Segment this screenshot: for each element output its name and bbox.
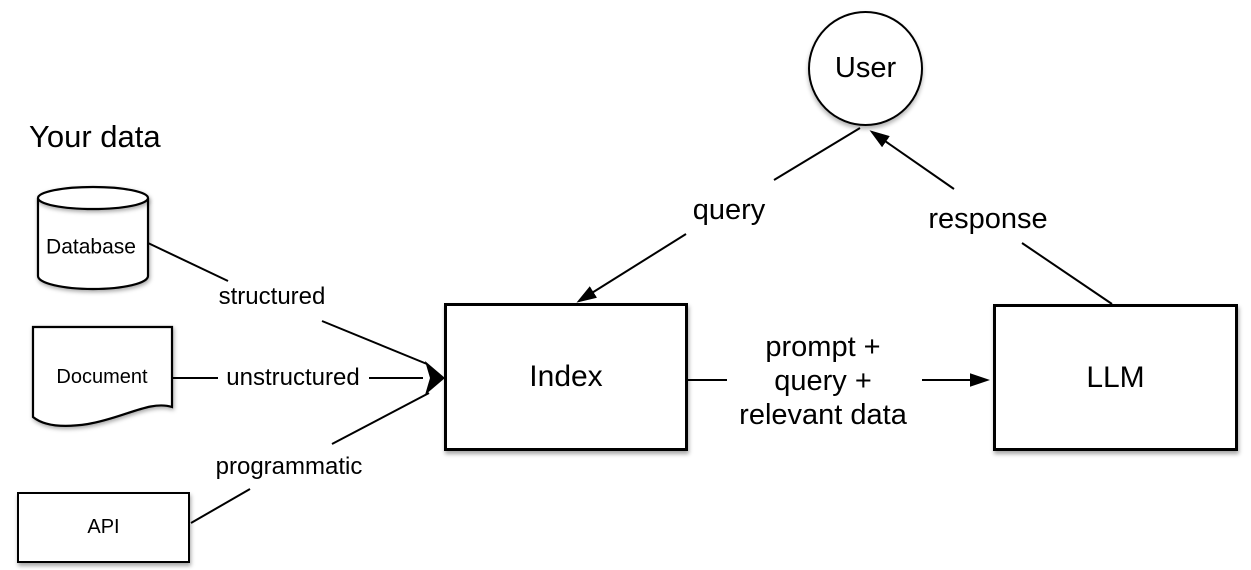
llm-node: LLM	[993, 304, 1238, 451]
edge-llm-response	[1021, 242, 1113, 305]
response-edge-label: response	[928, 203, 1048, 236]
edge-structured-index	[321, 320, 428, 365]
edge-user-query	[773, 127, 861, 181]
index-node: Index	[444, 303, 688, 451]
database-cylinder-shape	[36, 185, 150, 291]
edge-programmatic-index	[331, 392, 430, 445]
user-node: User	[808, 11, 923, 126]
edge-query-index	[576, 233, 687, 303]
api-node-label: API	[87, 516, 120, 538]
api-node: API	[17, 492, 190, 563]
query-edge-label: query	[692, 194, 766, 227]
your-data-title: Your data	[29, 119, 161, 154]
prompt-query-data-edge-label: prompt + query + relevant data	[739, 331, 907, 431]
unstructured-edge-label: unstructured	[226, 363, 360, 391]
database-node-label: Database	[46, 235, 136, 259]
converging-arrowhead-icon	[425, 361, 445, 395]
user-node-label: User	[834, 52, 897, 84]
llm-node-label: LLM	[1086, 360, 1145, 394]
programmatic-edge-label: programmatic	[215, 452, 363, 480]
structured-edge-label: structured	[218, 282, 326, 310]
document-node-label: Document	[56, 366, 148, 388]
edge-api-programmatic	[190, 488, 251, 524]
index-node-label: Index	[529, 360, 603, 393]
edge-database-structured	[147, 242, 229, 282]
document-shape	[31, 325, 174, 428]
edge-response-user	[869, 130, 955, 190]
